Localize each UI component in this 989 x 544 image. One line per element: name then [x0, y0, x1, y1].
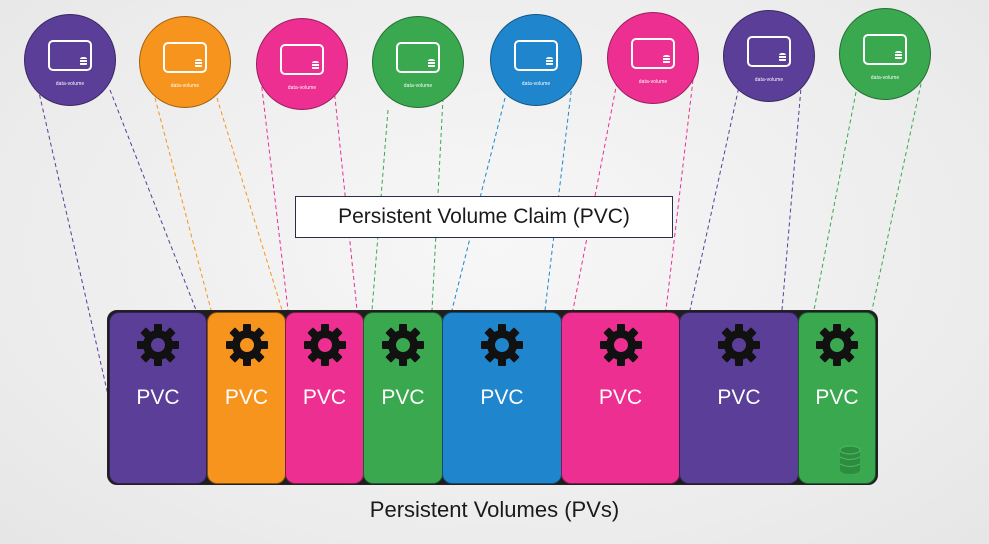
- gear-icon: [816, 324, 858, 366]
- database-icon: [895, 51, 902, 60]
- pod-6: data-volume: [607, 12, 699, 104]
- pod-volume-label: data-volume: [55, 81, 85, 87]
- monitor-icon: [48, 40, 92, 71]
- pod-3: data-volume: [256, 18, 348, 110]
- pod-5: data-volume: [490, 14, 582, 106]
- pvc-label: PVC: [381, 386, 425, 409]
- database-icon: [428, 59, 435, 68]
- pvc-label: PVC: [136, 386, 180, 409]
- gear-icon: [303, 324, 346, 366]
- pod-volume-label: data-volume: [754, 77, 784, 83]
- pvc-block-8: PVC: [798, 312, 876, 484]
- monitor-icon: [631, 38, 675, 69]
- connector-line: [781, 75, 803, 311]
- monitor-icon: [396, 42, 440, 73]
- gear-icon: [382, 324, 424, 366]
- pod-2: data-volume: [139, 16, 231, 108]
- connector-line: [154, 97, 212, 311]
- monitor-icon: [514, 40, 558, 71]
- pvc-title-box: Persistent Volume Claim (PVC): [295, 196, 673, 238]
- pvc-block-1: PVC: [109, 312, 207, 484]
- connector-line: [109, 89, 197, 311]
- pvc-block-2: PVC: [207, 312, 286, 484]
- monitor-icon: [747, 36, 791, 67]
- database-icon: [663, 55, 670, 64]
- pvc-block-6: PVC: [561, 312, 680, 484]
- gear-icon: [481, 324, 523, 366]
- monitor-icon: [863, 34, 907, 65]
- gear-icon: [137, 324, 179, 366]
- pvc-block-3: PVC: [285, 312, 364, 484]
- pod-volume-label: data-volume: [287, 85, 317, 91]
- gear-icon: [599, 324, 642, 366]
- database-icon: [779, 53, 786, 62]
- connector-line: [665, 79, 694, 311]
- monitor-icon: [280, 44, 324, 75]
- pvc-block-5: PVC: [442, 312, 562, 484]
- connector-line: [260, 79, 289, 311]
- pod-4: data-volume: [372, 16, 464, 108]
- pvc-label: PVC: [224, 386, 269, 409]
- pvc-block-4: PVC: [363, 312, 443, 484]
- database-icon: [312, 61, 319, 70]
- pod-volume-label: data-volume: [170, 83, 200, 89]
- pod-volume-label: data-volume: [870, 75, 900, 81]
- connector-line: [572, 81, 618, 311]
- pod-volume-label: data-volume: [403, 83, 433, 89]
- pod-1: data-volume: [24, 14, 116, 106]
- persistent-volumes-title: Persistent Volumes (PVs): [369, 497, 620, 522]
- connector-line: [813, 91, 857, 311]
- pod-volume-label: data-volume: [521, 81, 551, 87]
- monitor-icon: [163, 42, 207, 73]
- pvc-label: PVC: [815, 386, 859, 409]
- connector-line: [333, 87, 358, 311]
- database-icon: [195, 59, 202, 68]
- gear-icon: [718, 324, 760, 366]
- pvc-label: PVC: [480, 386, 524, 409]
- database-stack-icon: [839, 445, 861, 474]
- pvc-label: PVC: [598, 386, 643, 409]
- connector-line: [451, 97, 506, 311]
- pod-volume-label: data-volume: [638, 79, 668, 85]
- gear-icon: [225, 324, 268, 366]
- pvc-block-7: PVC: [679, 312, 799, 484]
- pod-8: data-volume: [839, 8, 931, 100]
- database-icon: [546, 57, 553, 66]
- connector-line: [689, 81, 741, 311]
- pvc-label: PVC: [302, 386, 347, 409]
- database-icon: [80, 57, 87, 66]
- connector-line: [871, 69, 925, 311]
- connector-line: [216, 97, 283, 311]
- connector-line: [37, 87, 109, 396]
- pod-7: data-volume: [723, 10, 815, 102]
- pvc-label: PVC: [717, 386, 761, 409]
